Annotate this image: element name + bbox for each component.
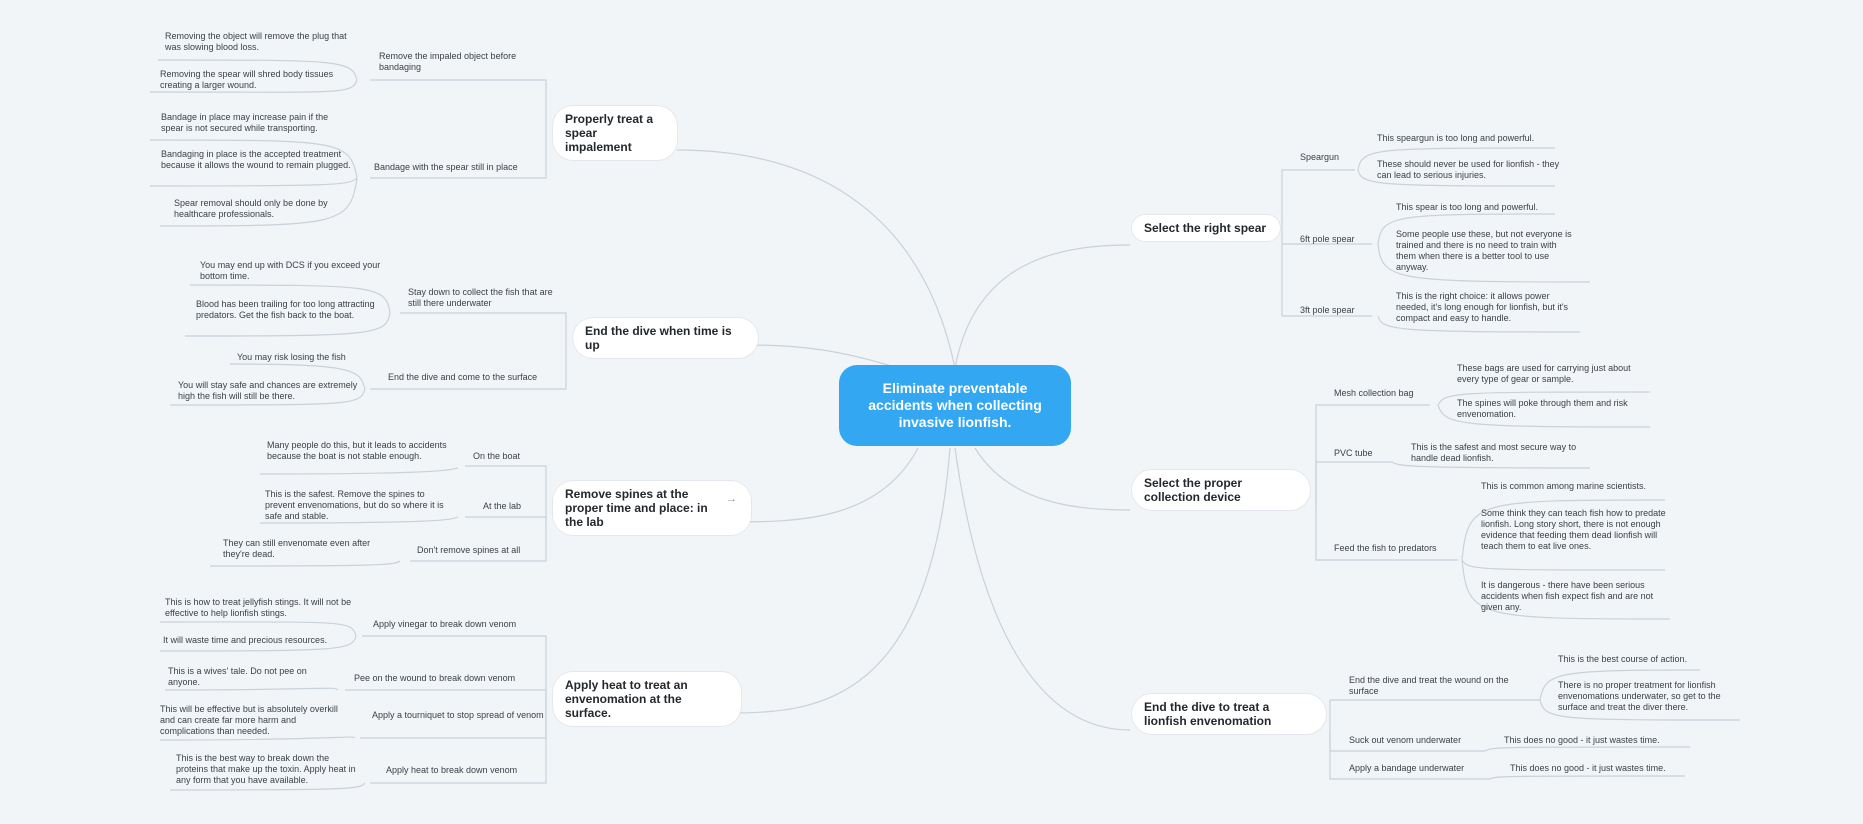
- branch-label: Apply heat to treat an envenomation at t…: [565, 678, 688, 720]
- note-mesh-gear: These bags are used for carrying just ab…: [1457, 363, 1631, 384]
- note-no-treatment: There is no proper treatment for lionfis…: [1558, 680, 1721, 712]
- branch-remove-spines[interactable]: Remove spines at the proper time and pla…: [553, 481, 751, 535]
- subtopic-6ft-pole[interactable]: 6ft pole spear: [1300, 234, 1355, 244]
- note-lab-safest: This is the safest. Remove the spines to…: [265, 489, 444, 521]
- subtopic-apply-heat[interactable]: Apply heat to break down venom: [386, 765, 518, 775]
- subtopic-remove-object[interactable]: Remove the impaled object before bandagi…: [379, 51, 517, 72]
- branch-envenomation[interactable]: End the dive to treat a lionfish envenom…: [1132, 694, 1326, 734]
- subtopic-treat-surface[interactable]: End the dive and treat the wound on the …: [1349, 675, 1509, 696]
- subtopic-3ft-pole[interactable]: 3ft pole spear: [1300, 305, 1355, 315]
- note-teach-fish: Some think they can teach fish how to pr…: [1481, 508, 1666, 551]
- branch-select-spear[interactable]: Select the right spear: [1132, 215, 1280, 241]
- note-speargun-injuries: These should never be used for lionfish …: [1377, 159, 1560, 180]
- note-blood-trailing: Blood has been trailing for too long att…: [196, 299, 375, 320]
- note-wives-tale: This is a wives' tale. Do not pee on any…: [168, 666, 307, 687]
- note-6ft-powerful: This spear is too long and powerful.: [1396, 202, 1539, 212]
- branch-collection-device[interactable]: Select the proper collection device: [1132, 470, 1310, 510]
- subtopic-vinegar[interactable]: Apply vinegar to break down venom: [373, 619, 517, 629]
- subtopic-come-to-surface[interactable]: End the dive and come to the surface: [388, 372, 538, 382]
- note-bandage-pain: Bandage in place may increase pain if th…: [161, 112, 329, 133]
- subtopic-feed-predators[interactable]: Feed the fish to predators: [1334, 543, 1437, 553]
- note-pvc-safest: This is the safest and most secure way t…: [1411, 442, 1577, 463]
- subtopic-on-the-boat[interactable]: On the boat: [473, 451, 521, 461]
- subtopic-dont-remove-spines[interactable]: Don't remove spines at all: [417, 545, 521, 555]
- note-still-envenomate: They can still envenomate even after the…: [223, 538, 371, 559]
- note-bandage-no-good: This does no good - it just wastes time.: [1510, 763, 1666, 773]
- branch-label: Remove spines at the proper time and pla…: [565, 487, 708, 529]
- subtopic-pee[interactable]: Pee on the wound to break down venom: [354, 673, 516, 683]
- branch-label: Select the right spear: [1144, 221, 1267, 235]
- subtopic-speargun[interactable]: Speargun: [1300, 152, 1340, 162]
- note-stay-safe: You will stay safe and chances are extre…: [178, 380, 358, 401]
- subtopic-pvc-tube[interactable]: PVC tube: [1334, 448, 1373, 458]
- arrow-right-icon[interactable]: →: [726, 493, 737, 505]
- subtopic-mesh-bag[interactable]: Mesh collection bag: [1334, 388, 1414, 398]
- note-remove-plug: Removing the object will remove the plug…: [165, 31, 347, 52]
- branch-spear-impalement[interactable]: Properly treat a spear impalement: [553, 106, 677, 160]
- note-best-way: This is the best way to break down the p…: [176, 753, 356, 785]
- note-feed-dangerous: It is dangerous - there have been seriou…: [1481, 580, 1654, 612]
- note-marine-scientists: This is common among marine scientists.: [1481, 481, 1647, 491]
- note-3ft-right-choice: This is the right choice: it allows powe…: [1396, 291, 1569, 323]
- note-bandage-accepted: Bandaging in place is the accepted treat…: [161, 149, 351, 170]
- note-jellyfish: This is how to treat jellyfish stings. I…: [165, 597, 352, 618]
- branch-label: Select the proper collection device: [1144, 476, 1243, 504]
- note-dcs: You may end up with DCS if you exceed yo…: [200, 260, 381, 281]
- branch-label: End the dive when time is up: [585, 324, 732, 352]
- branch-label: Properly treat a spear impalement: [565, 112, 654, 154]
- subtopic-suck-venom[interactable]: Suck out venom underwater: [1349, 735, 1462, 745]
- subtopic-at-the-lab[interactable]: At the lab: [483, 501, 522, 511]
- note-shred-tissue: Removing the spear will shred body tissu…: [160, 69, 334, 90]
- subtopic-bandage-underwater[interactable]: Apply a bandage underwater: [1349, 763, 1465, 773]
- branch-end-dive-time[interactable]: End the dive when time is up: [573, 318, 758, 358]
- subtopic-bandage-in-place[interactable]: Bandage with the spear still in place: [374, 162, 518, 172]
- note-speargun-powerful: This speargun is too long and powerful.: [1377, 133, 1535, 143]
- note-suck-no-good: This does no good - it just wastes time.: [1504, 735, 1660, 745]
- subtopic-stay-down[interactable]: Stay down to collect the fish that are s…: [408, 287, 553, 308]
- note-6ft-training: Some people use these, but not everyone …: [1396, 229, 1572, 272]
- note-mesh-poke: The spines will poke through them and ri…: [1457, 398, 1628, 419]
- note-spear-removal: Spear removal should only be done by hea…: [174, 198, 328, 219]
- note-best-course: This is the best course of action.: [1558, 654, 1688, 664]
- note-overkill: This will be effective but is absolutely…: [160, 704, 338, 736]
- branch-apply-heat[interactable]: Apply heat to treat an envenomation at t…: [553, 672, 741, 726]
- note-waste-time: It will waste time and precious resource…: [163, 635, 328, 645]
- note-boat-not-stable: Many people do this, but it leads to acc…: [267, 440, 447, 461]
- subtopic-tourniquet[interactable]: Apply a tourniquet to stop spread of ven…: [372, 710, 544, 720]
- note-losing-fish: You may risk losing the fish: [237, 352, 346, 362]
- central-topic[interactable]: Eliminate preventable accidents when col…: [839, 365, 1071, 446]
- central-topic-label: Eliminate preventable accidents when col…: [868, 380, 1042, 430]
- branch-label: End the dive to treat a lionfish envenom…: [1144, 700, 1272, 728]
